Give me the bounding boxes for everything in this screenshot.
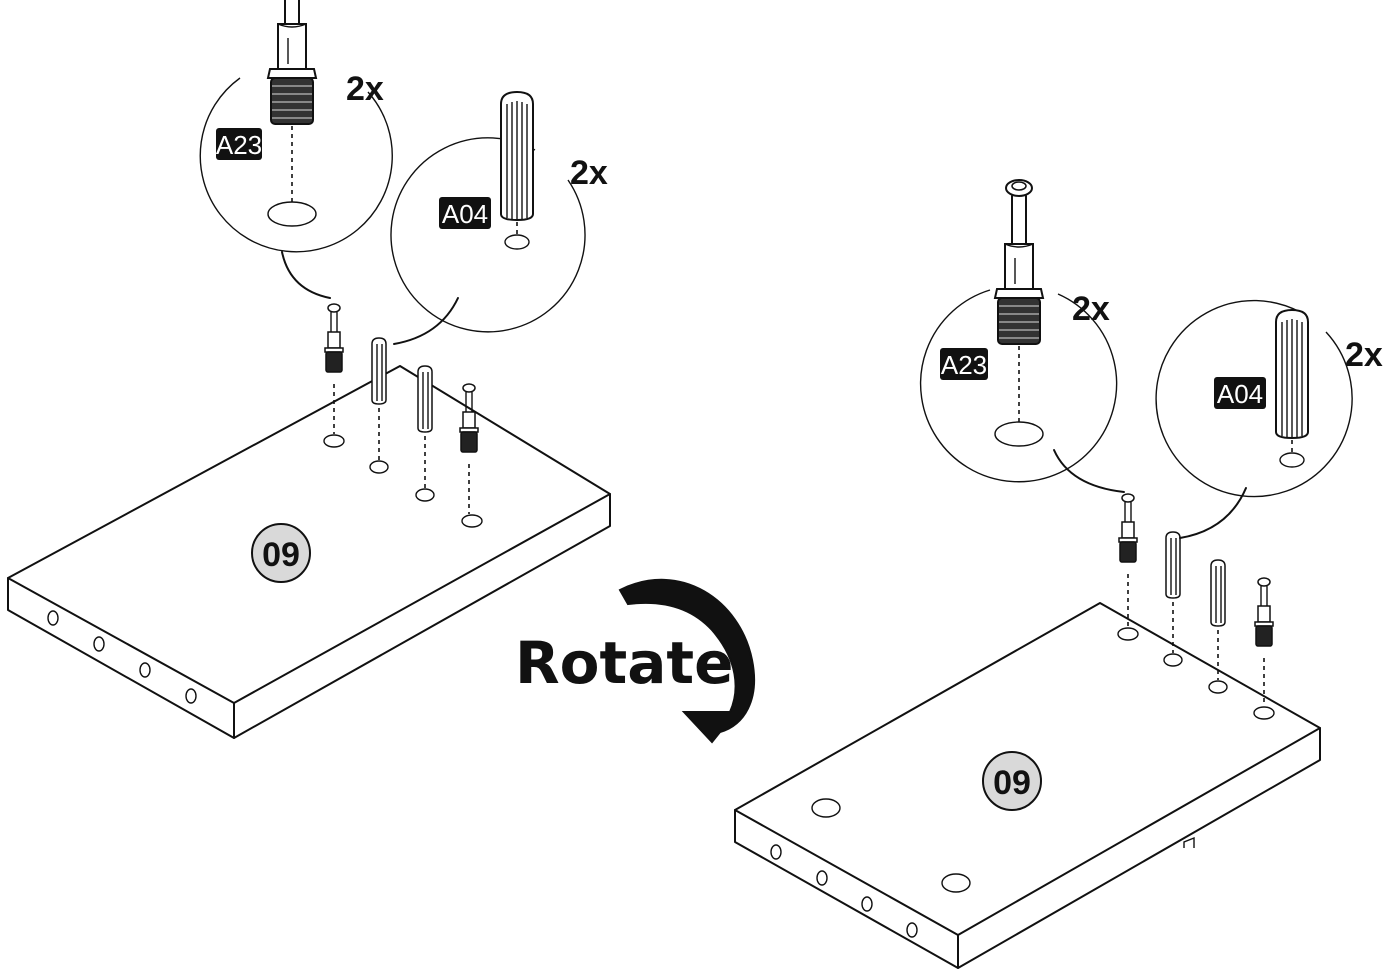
detail-bubble-a04: A04 2x xyxy=(390,91,608,345)
detail-bubble-a23: A23 2x xyxy=(919,179,1125,493)
left-hardware xyxy=(323,303,483,528)
part-quantity: 2x xyxy=(570,154,608,192)
left-assembly: 09 A23 2x xyxy=(7,0,611,739)
edge-holes xyxy=(47,610,197,704)
rotate-arrow-icon xyxy=(618,578,756,744)
detail-bubble-a23: A23 2x xyxy=(199,0,393,299)
rotate-label: Rotate xyxy=(515,629,733,697)
part-code-tag xyxy=(1214,377,1266,409)
dowel-small xyxy=(371,337,387,405)
panel-number-label: 09 xyxy=(262,536,300,574)
part-code: A04 xyxy=(442,199,488,229)
cam-bolt-small xyxy=(324,303,344,373)
cam-lock-hole xyxy=(941,873,971,893)
cam-bolt-small xyxy=(459,383,479,453)
part-quantity: 2x xyxy=(1345,336,1383,374)
dowel-small xyxy=(417,365,433,433)
part-code: A23 xyxy=(216,130,262,160)
cam-lock-hole xyxy=(811,798,841,818)
part-code-tag xyxy=(439,197,491,229)
cam-bolt-small xyxy=(1254,577,1274,647)
cam-bolt-icon xyxy=(994,179,1044,447)
dowel-small xyxy=(1165,531,1181,599)
part-code-tag xyxy=(216,128,262,160)
panel-number-label: 09 xyxy=(993,764,1031,802)
edge-holes xyxy=(770,844,918,938)
dowel-icon xyxy=(1275,309,1309,468)
panel-number-badge xyxy=(251,523,311,583)
dowel-icon xyxy=(500,91,534,250)
part-code: A04 xyxy=(1217,379,1263,409)
part-quantity: 2x xyxy=(1072,290,1110,328)
cam-bolt-small xyxy=(1118,493,1138,563)
right-assembly: 09 A23 2x xyxy=(734,179,1383,969)
left-panel: 09 xyxy=(7,365,611,739)
cam-bolt-icon xyxy=(267,0,317,227)
part-code: A23 xyxy=(941,350,987,380)
dowel-small xyxy=(1210,559,1226,627)
detail-bubble-a04: A04 2x xyxy=(1155,299,1383,539)
right-panel: 09 xyxy=(734,602,1321,969)
part-code-tag xyxy=(940,348,988,380)
panel-number-badge xyxy=(982,751,1042,811)
rotate-instruction: Rotate xyxy=(515,578,756,744)
right-hardware xyxy=(1117,493,1275,720)
part-quantity: 2x xyxy=(346,70,384,108)
